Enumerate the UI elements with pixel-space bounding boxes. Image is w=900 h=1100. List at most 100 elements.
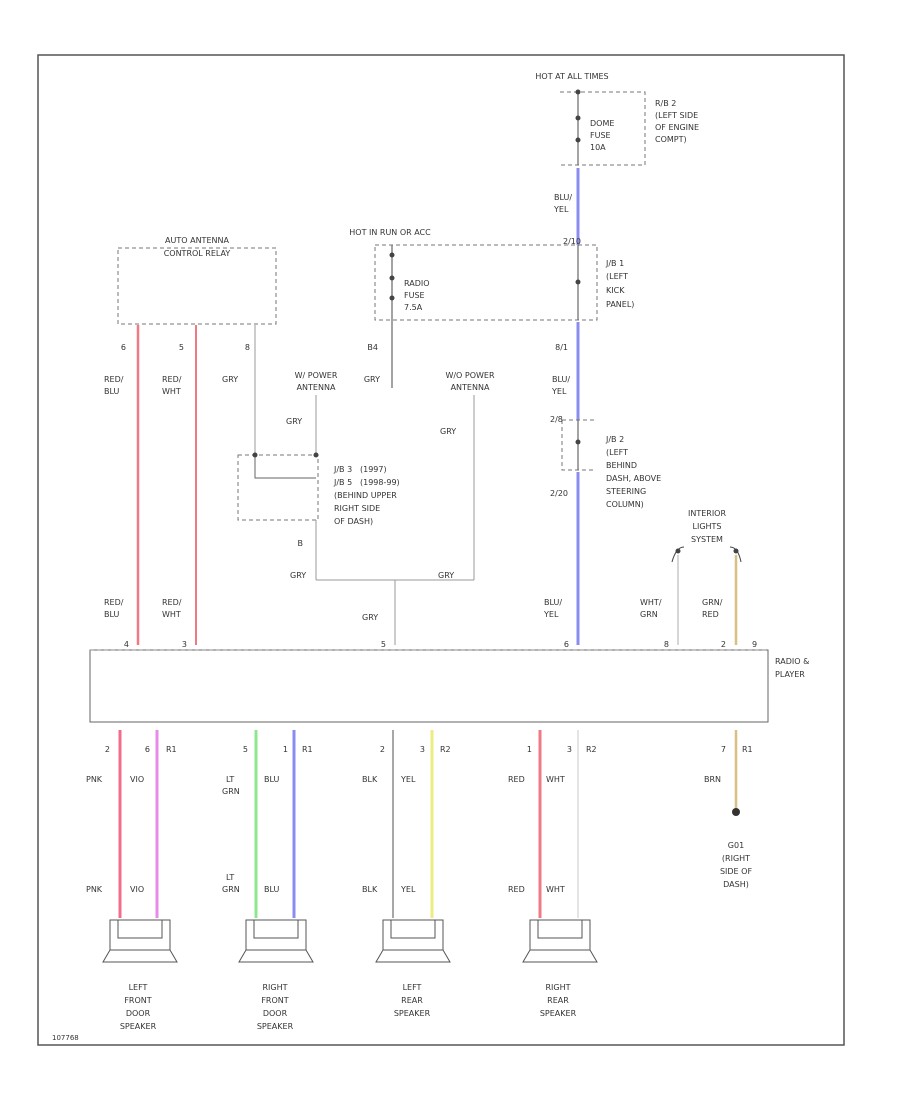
radio-fuse-node-2 (389, 275, 395, 281)
label-red-wht-2: WHT (162, 387, 181, 396)
label-vio-2: VIO (130, 885, 144, 894)
label-auto-antenna-1: AUTO ANTENNA (165, 236, 229, 245)
label-lt-grn-1a: LT (226, 775, 234, 784)
label-blk-1: BLK (362, 775, 378, 784)
label-spk-lr-1: LEFT (403, 983, 422, 992)
interior-lights-node-2 (733, 548, 739, 554)
label-spk-lf-3: DOOR (126, 1009, 151, 1018)
pin-radio-top-5: 8 (664, 640, 669, 649)
diagram-frame (37, 54, 845, 1046)
pin-radio-top-7: 9 (752, 640, 757, 649)
label-spk-lr-3: SPEAKER (394, 1009, 431, 1018)
label-spk-lf-4: SPEAKER (120, 1022, 157, 1031)
label-jb3-6: RIGHT SIDE (334, 504, 380, 513)
label-spk-rr-1: RIGHT (545, 983, 570, 992)
label-spk-lr-2: REAR (401, 996, 423, 1005)
label-spk-lf-2: FRONT (124, 996, 151, 1005)
label-red-blu-radio-2: BLU (104, 610, 120, 619)
dome-fuse-node-top (575, 89, 581, 95)
pin-jb3-bottom: B (298, 539, 304, 548)
pin-jb2-top: 2/8 (550, 415, 563, 424)
label-lt-grn-2a: LT (226, 873, 234, 882)
label-jb2-1: J/B 2 (605, 435, 624, 444)
jb3-internal-wire (254, 455, 316, 479)
label-vio-1: VIO (130, 775, 144, 784)
pin-radio-top-1: 4 (124, 640, 129, 649)
label-jb2-3: BEHIND (606, 461, 637, 470)
label-jb2-2: (LEFT (606, 448, 628, 457)
label-spk-rr-3: SPEAKER (540, 1009, 577, 1018)
label-spk-rr-2: REAR (547, 996, 569, 1005)
label-pnk-1: PNK (86, 775, 103, 784)
label-gry-wo-power-1: GRY (440, 427, 456, 436)
label-jb3-2: (1997) (360, 465, 387, 474)
label-jb3-3: J/B 5 (333, 478, 352, 487)
radio-player-box (89, 649, 769, 723)
pin-spk3-b: 3 (420, 745, 425, 754)
label-jb1-2: (LEFT (606, 272, 628, 281)
label-jb2-5: STEERING (606, 487, 646, 496)
pin-jb1-top: 2/10 (563, 237, 581, 246)
label-ground-4: DASH) (723, 880, 749, 889)
label-wht-grn-2: GRN (640, 610, 658, 619)
label-wo-power-antenna-1: W/O POWER (445, 371, 495, 380)
label-w-power-antenna-2: ANTENNA (297, 383, 336, 392)
label-gry-wo-power-2: GRY (438, 571, 454, 580)
label-blu-yel-a2: YEL (553, 205, 569, 214)
label-rb2-3: OF ENGINE (655, 123, 699, 132)
dome-fuse-node-1 (575, 115, 581, 121)
label-interior-lights-2: LIGHTS (693, 522, 722, 531)
pin-radio-top-3: 5 (381, 640, 386, 649)
pin-relay-2: 5 (179, 343, 184, 352)
pin-radio-top-2: 3 (182, 640, 187, 649)
speaker-left-rear-icon (375, 919, 451, 963)
auto-antenna-relay-box (117, 247, 277, 325)
jb3-node-right (313, 452, 319, 458)
label-rb2-2: (LEFT SIDE (655, 111, 698, 120)
pin-radio-top-4: 6 (564, 640, 569, 649)
label-wht-grn-1: WHT/ (640, 598, 662, 607)
label-jb3-5: (BEHIND UPPER (334, 491, 397, 500)
interior-lights-node-1 (675, 548, 681, 554)
label-grn-red-1: GRN/ (702, 598, 723, 607)
label-red-blu-1: RED/ (104, 375, 124, 384)
label-blu-yel-radio-1: BLU/ (544, 598, 562, 607)
label-jb2-4: DASH, ABOVE (606, 474, 661, 483)
pin-g7: 7 (721, 745, 726, 754)
label-interior-lights-1: INTERIOR (688, 509, 727, 518)
label-radio-player-2: PLAYER (775, 670, 805, 679)
label-wo-power-antenna-2: ANTENNA (451, 383, 490, 392)
label-ground-3: SIDE OF (720, 867, 752, 876)
label-spk-lf-1: LEFT (129, 983, 148, 992)
label-yel-1: YEL (400, 775, 416, 784)
pin-spk4-r2: R2 (586, 745, 597, 754)
label-jb1-3: KICK (606, 286, 625, 295)
pin-ground-r1: R1 (742, 745, 753, 754)
label-radio-fuse-1: RADIO (404, 279, 430, 288)
jb3-node-left (252, 452, 258, 458)
label-radio-fuse-2: FUSE (404, 291, 425, 300)
label-auto-antenna-2: CONTROL RELAY (164, 249, 231, 258)
label-wht-1: WHT (546, 775, 565, 784)
jb2-node (575, 439, 581, 445)
speaker-right-front-icon (238, 919, 314, 963)
label-w-power-antenna-1: W/ POWER (295, 371, 338, 380)
label-red-blu-2: BLU (104, 387, 120, 396)
label-radio-fuse-3: 7.5A (404, 303, 423, 312)
label-brn: BRN (704, 775, 721, 784)
pin-relay-3: 8 (245, 343, 250, 352)
label-jb2-6: COLUMN) (606, 500, 644, 509)
pin-spk3-r2: R2 (440, 745, 451, 754)
label-yel-2: YEL (400, 885, 416, 894)
label-rb2-1: R/B 2 (655, 99, 676, 108)
pin-spk2-r1: R1 (302, 745, 313, 754)
dome-fuse-node-2 (575, 137, 581, 143)
label-gry-fuse: GRY (364, 375, 380, 384)
label-spk-rf-4: SPEAKER (257, 1022, 294, 1031)
label-spk-rf-1: RIGHT (262, 983, 287, 992)
pin-radio-top-6: 2 (721, 640, 726, 649)
label-ground-1: G01 (728, 841, 744, 850)
pin-spk4-b: 3 (567, 745, 572, 754)
label-spk-rf-3: DOOR (263, 1009, 288, 1018)
speaker-left-front-icon (102, 919, 178, 963)
